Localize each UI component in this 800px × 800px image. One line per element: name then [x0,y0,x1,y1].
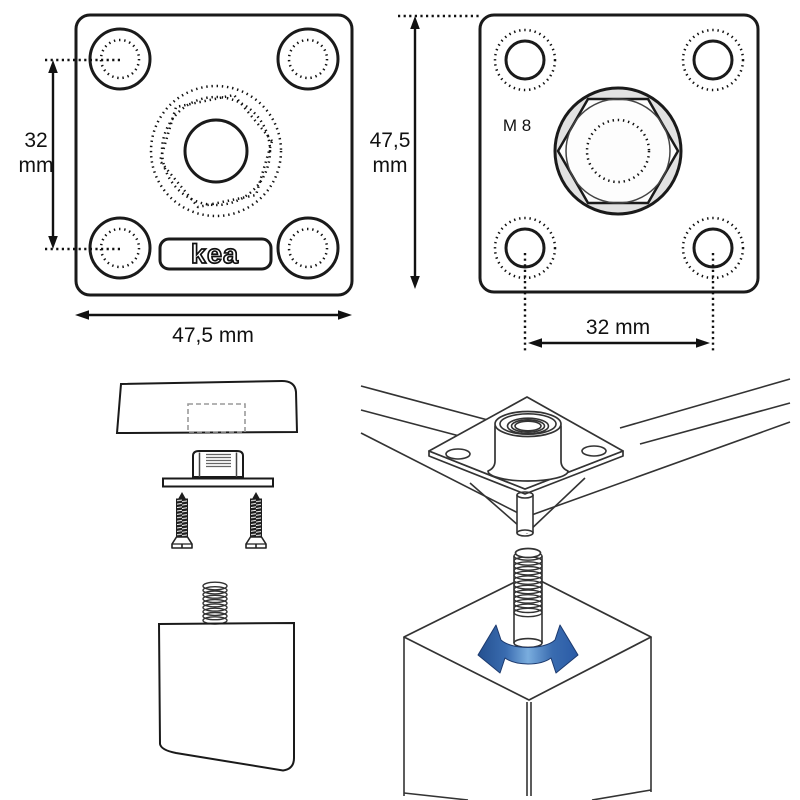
hidden-recess-outline [187,403,246,433]
kea-logo: kea [158,237,273,271]
plate-hole [581,445,607,457]
wood-screw [171,491,193,549]
screw-hole [276,216,340,280]
leg-rotation-view [403,547,652,800]
threaded-stud-iso [513,547,543,649]
screw-hole [681,216,745,280]
threaded-stud [202,581,228,626]
central-nut-hidden-outline [149,84,283,218]
dim-47-5mm-width-label: 47,5 mm [172,324,254,347]
furniture-leg-side-view [157,621,295,772]
plate-side-view [162,450,274,488]
corner-boss-peg [516,491,534,537]
kea-logo-text: kea [191,239,239,269]
thread-size-label: M 8 [503,116,531,135]
dim-47-5mm-width: 47,5 mm [75,310,352,347]
screw-hole [493,28,557,92]
plate-flange [162,477,274,488]
hex-nut-iso [487,410,569,482]
wood-screw [245,491,267,549]
thread-hatching [206,453,231,468]
exploded-assembly-view [115,379,299,772]
corner-assembly-view [360,378,791,537]
dim-47-5mm-height: 47,5 mm [370,14,481,289]
plate-outline [74,13,354,297]
screw-hole [681,28,745,92]
dim-32mm-horizontal-label: 32 mm [586,316,650,339]
screw-hole [276,27,340,91]
dim-47-5mm-height-unit: mm [373,154,408,177]
plate-front-view: kea 32 mm 47,5 mm [19,13,354,347]
panel-edges [360,378,791,534]
dim-32mm-vertical: 32 mm [19,58,122,251]
plate-outline [478,13,760,294]
dim-47-5mm-height-value: 47,5 [370,129,411,152]
dim-32mm-vertical-value: 32 [24,129,47,152]
screw-hole [493,216,557,280]
dim-32mm-vertical-unit: mm [19,154,54,177]
dim-32mm-horizontal: 32 mm [523,253,715,352]
furniture-panel [115,379,299,435]
plate-hole [445,448,471,460]
rotation-arrow-icon [477,624,579,674]
plate-back-view: M 8 47,5 mm 32 mm [370,13,760,352]
central-hex-nut [553,86,683,216]
